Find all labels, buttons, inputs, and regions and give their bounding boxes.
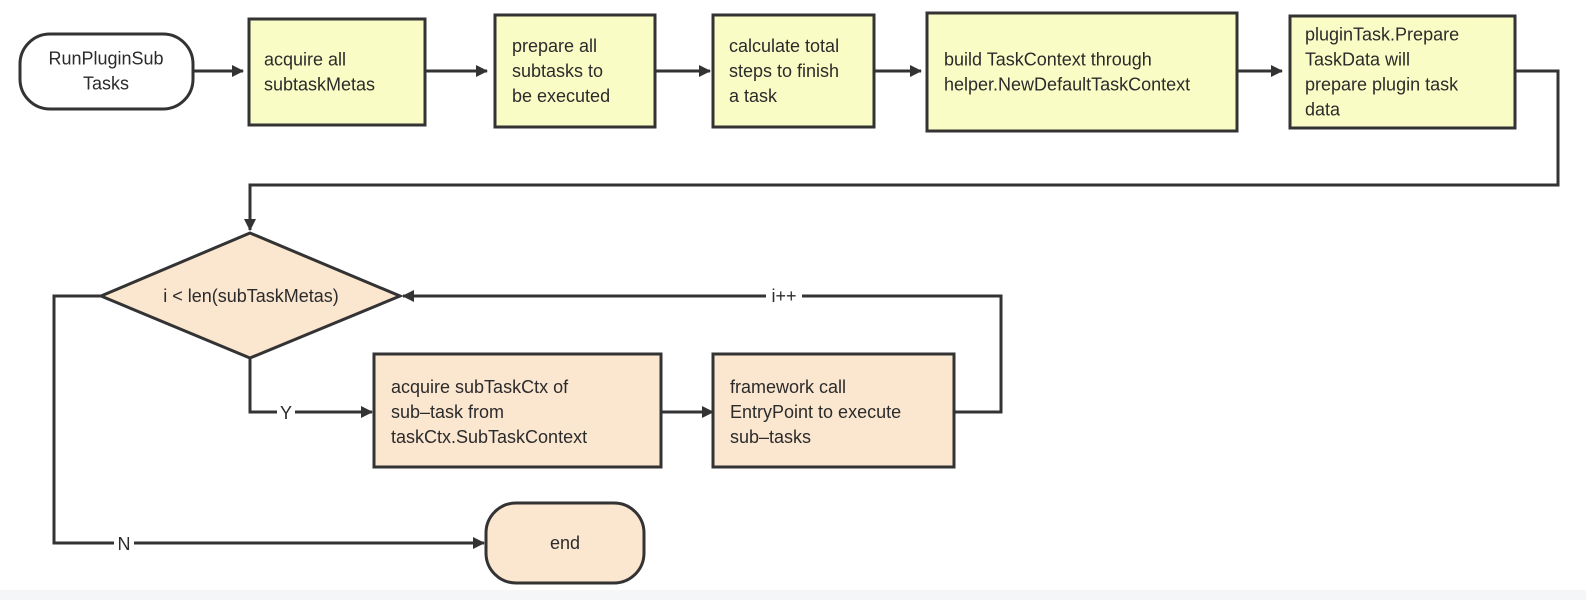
node-label-line: prepare all [512,36,597,56]
node-label-line: helper.NewDefaultTaskContext [944,75,1190,95]
node-label-line: sub–tasks [730,427,811,447]
edge-decision-no [52,294,485,549]
edge-labels: i++ Y N [114,284,802,555]
node-acquire-ctx: acquire subTaskCtx of sub–task from taskCt… [372,352,663,469]
node-prepare-subtasks-label: prepare all subtasks to be executed [512,36,610,106]
node-acquire-metas-label: acquire all subtaskMetas [264,50,375,95]
node-label-line: pluginTask.Prepare [1305,25,1459,45]
node-calculate-steps: calculate total steps to finish a task [711,13,876,129]
node-label-line: calculate total [729,36,839,56]
node-build-context: build TaskContext through helper.NewDefau… [925,11,1239,133]
node-decision: i < len(subTaskMetas) [97,231,404,360]
node-label-line: subtaskMetas [264,75,375,95]
node-label-line: build TaskContext through [944,50,1152,70]
node-end-label: end [550,533,580,553]
node-label-line: subtasks to [512,61,603,81]
node-build-context-label: build TaskContext through helper.NewDefau… [944,50,1190,95]
edge-label-no: N [118,534,131,554]
node-label-line: RunPluginSub [48,49,163,69]
edge-loop-back [402,290,1003,414]
bottom-strip [0,590,1586,600]
node-label-line: steps to finish [729,61,839,81]
node-label-line: i < len(subTaskMetas) [163,286,339,306]
node-label-line: data [1305,100,1341,120]
node-prepare-subtasks: prepare all subtasks to be executed [493,13,657,129]
node-label-line: framework call [730,377,846,397]
node-label-line: acquire all [264,50,346,70]
node-label-line: prepare plugin task [1305,75,1459,95]
node-acquire-ctx-label: acquire subTaskCtx of sub–task from taskCt… [391,377,587,447]
edge-label-loop: i++ [771,286,796,306]
node-label-line: taskCtx.SubTaskContext [391,427,587,447]
node-end: end [484,501,646,585]
node-calculate-steps-label: calculate total steps to finish a task [729,36,839,106]
node-label-line: sub–task from [391,402,504,422]
node-label-line: be executed [512,86,610,106]
node-label-line: Tasks [83,74,129,94]
edge-decision-yes [248,355,373,418]
edge-label-yes: Y [280,403,292,423]
node-label-line: EntryPoint to execute [730,402,901,422]
node-label-line: end [550,533,580,553]
edge-prepare-data-to-decision [244,69,1560,231]
node-label-line: a task [729,86,778,106]
node-decision-label: i < len(subTaskMetas) [163,286,339,306]
connectors [52,65,1560,549]
node-label-line: acquire subTaskCtx of [391,377,569,397]
node-acquire-metas: acquire all subtaskMetas [247,17,427,127]
node-label-line: TaskData will [1305,50,1410,70]
